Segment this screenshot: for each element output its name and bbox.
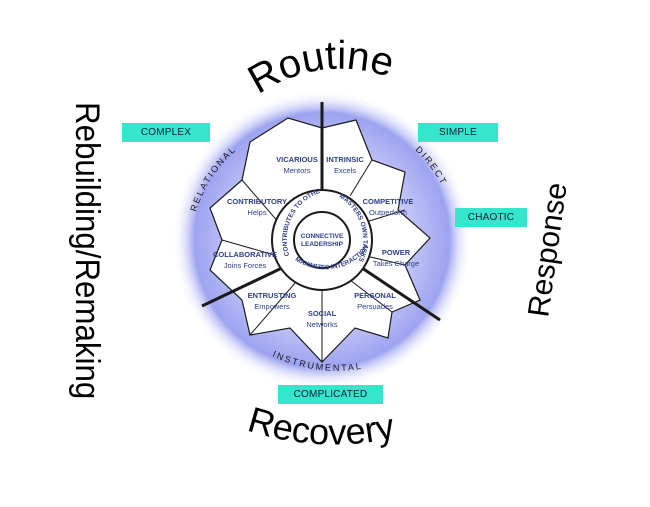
petal-2-title: COMPETITIVE [363, 197, 414, 206]
tag-complicated: COMPLICATED [278, 385, 383, 404]
petal-4-title: PERSONAL [354, 291, 396, 300]
word-recovery: Recovery [244, 399, 398, 453]
petal-labels: VICARIOUS Mentors INTRINSIC Excels COMPE… [213, 155, 419, 329]
petal-1-sub: Excels [334, 166, 356, 175]
petal-5-title: SOCIAL [308, 309, 337, 318]
petal-6-sub: Empowers [254, 302, 290, 311]
petal-6-title: ENTRUSTING [248, 291, 297, 300]
center-line2: LEADERSHIP [301, 241, 344, 248]
tag-complex: COMPLEX [122, 123, 210, 142]
main-spokes [201, 102, 441, 322]
petal-4-sub: Persuades [357, 302, 393, 311]
petal-7-title: COLLABORATIVE [213, 250, 277, 259]
petal-8-title: CONTRIBUTORY [227, 197, 287, 206]
petal-1-title: INTRINSIC [326, 155, 364, 164]
center-circle [293, 211, 351, 269]
petal-5-sub: Networks [306, 320, 338, 329]
word-response: Response [522, 181, 573, 319]
tag-simple: SIMPLE [418, 123, 498, 142]
tag-chaotic: CHAOTIC [455, 208, 527, 227]
petal-3-title: POWER [382, 248, 411, 257]
petal-2-sub: Outperform [369, 208, 407, 217]
petal-8-sub: Helps [247, 208, 266, 217]
center-line1: CONNECTIVE [301, 233, 344, 240]
petal-3-sub: Takes Charge [373, 259, 419, 268]
petal-7-sub: Joins Forces [224, 261, 267, 270]
petal-0-title: VICARIOUS [276, 155, 318, 164]
word-rebuilding: Rebuilding/Remaking [69, 102, 108, 399]
petal-0-sub: Mentors [283, 166, 310, 175]
